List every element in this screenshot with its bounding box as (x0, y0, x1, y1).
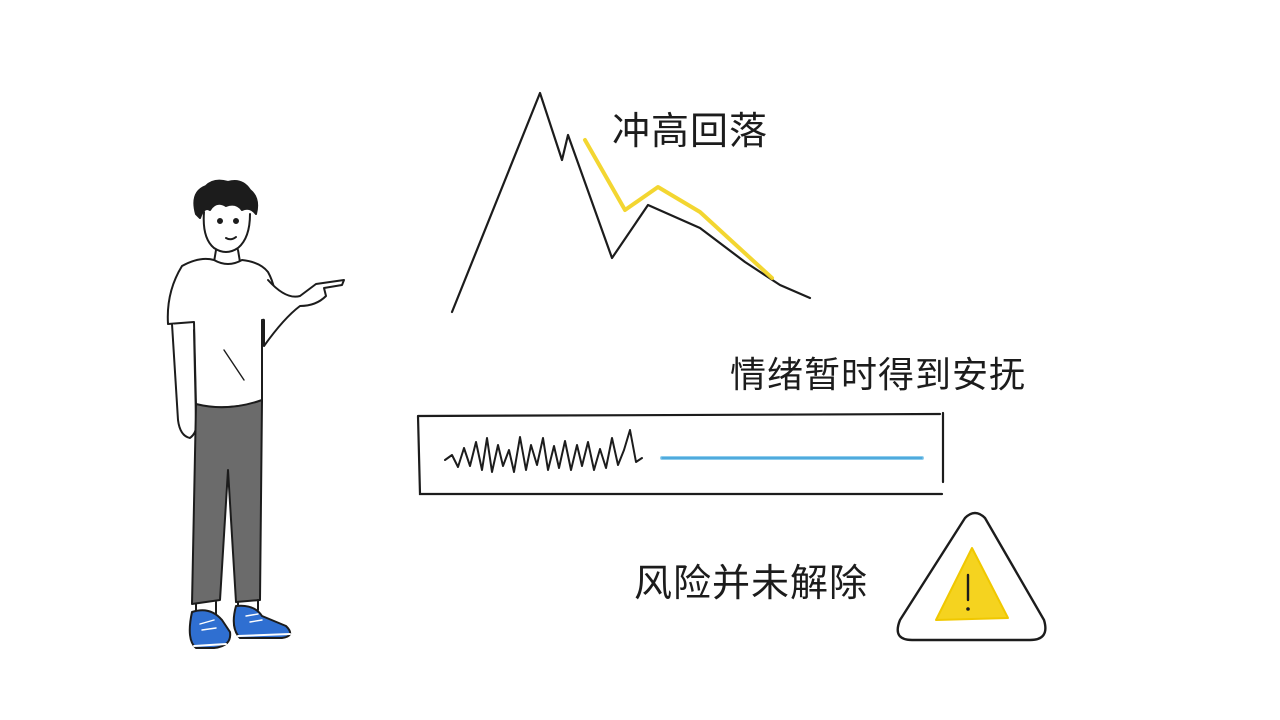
left-eye (217, 218, 223, 224)
risk-unresolved-label: 风险并未解除 (634, 561, 869, 605)
gray-pants (191, 399, 263, 605)
price-line (450, 91, 812, 314)
right-eye (233, 218, 239, 224)
ankles (195, 599, 259, 615)
emotion-soothed-label: 情绪暂时得到安抚 (730, 355, 1027, 396)
t-shirt (166, 257, 278, 409)
left-arm (171, 323, 198, 439)
hair (193, 179, 259, 219)
shoe-laces (199, 613, 263, 631)
right-shoe (232, 604, 292, 639)
exclamation-dot (966, 607, 970, 611)
emotion-waveform-panel (416, 411, 945, 496)
spike-fallback-chart (450, 91, 812, 314)
shoe-soles (193, 633, 291, 647)
warning-triangle-icon (896, 511, 1047, 642)
face (202, 211, 251, 253)
waveform-frame (416, 411, 945, 496)
mouth (225, 236, 237, 241)
warning-fill (935, 547, 1009, 621)
volatile-waveform (444, 429, 643, 473)
presenter-figure (166, 179, 345, 649)
spike-fallback-label: 冲高回落 (612, 109, 769, 153)
highlight-trend-line (583, 138, 774, 280)
pointing-arm (263, 279, 345, 347)
shirt-fold (223, 349, 245, 381)
